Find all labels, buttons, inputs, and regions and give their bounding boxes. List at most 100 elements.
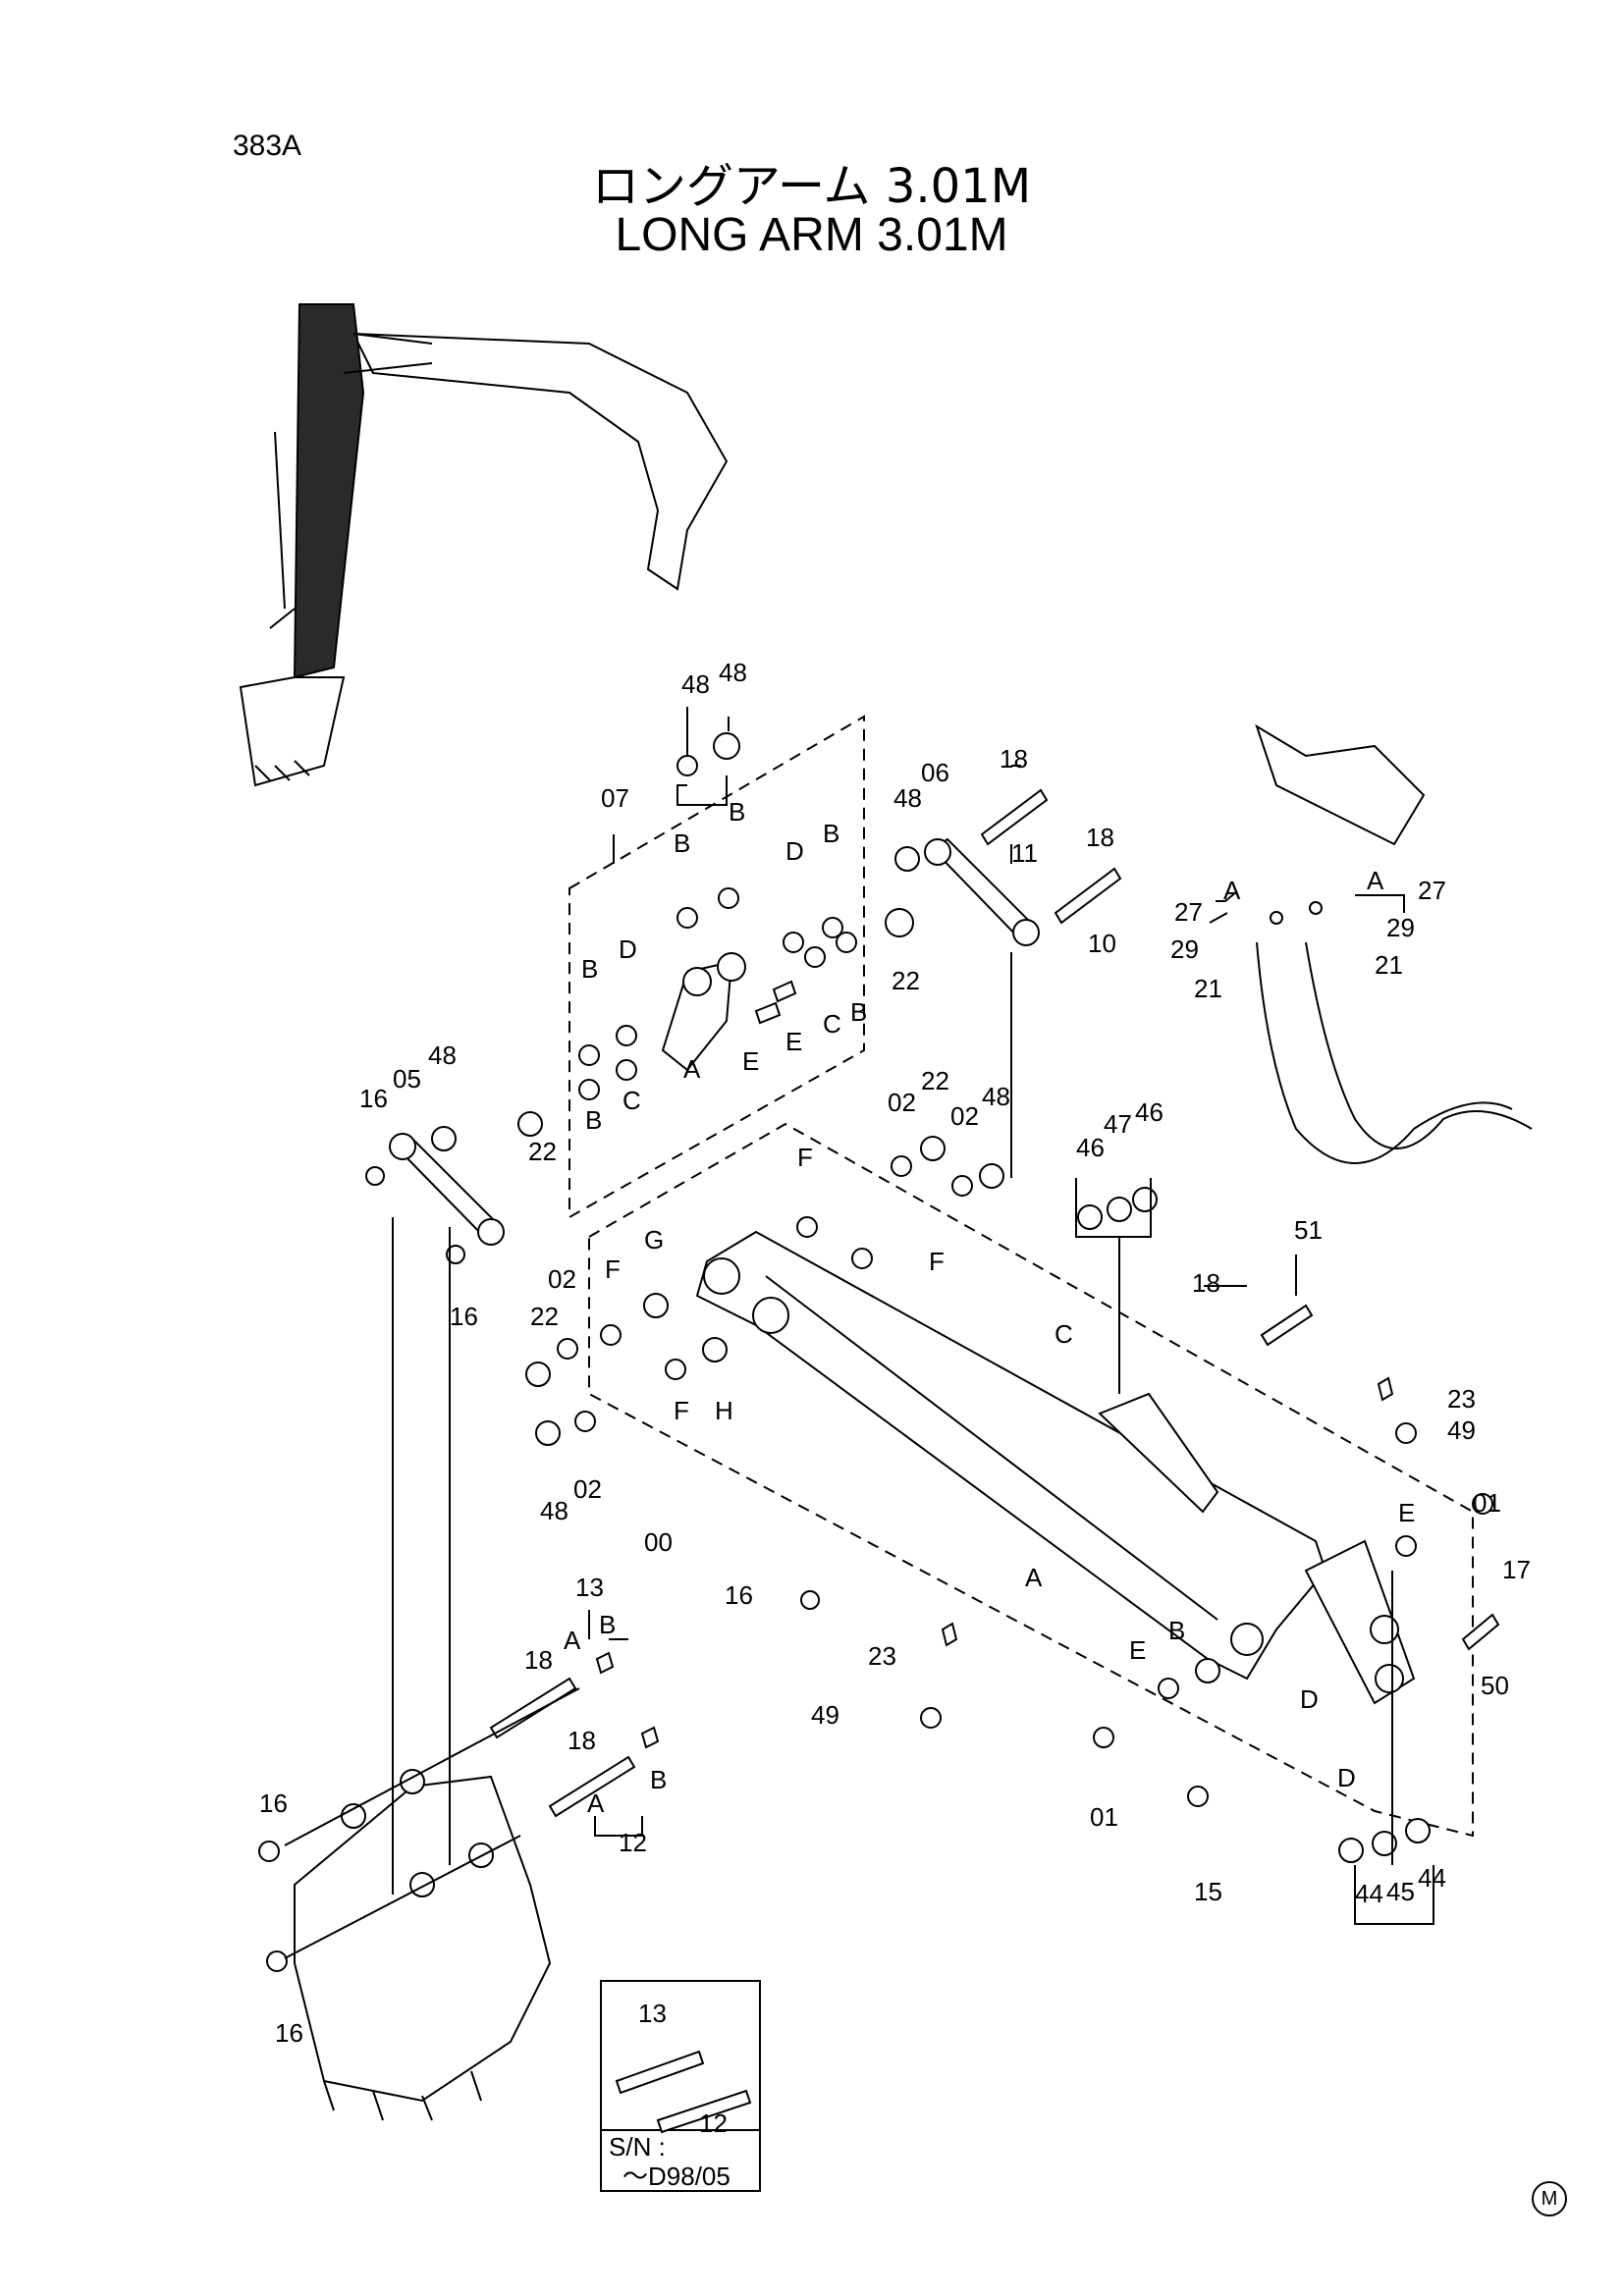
part-callout-49: 49	[811, 1700, 839, 1730]
part-callout-B: B	[850, 997, 867, 1027]
part-callout-18: 18	[1086, 823, 1114, 852]
part-callout-48: 48	[719, 658, 747, 687]
part-callout-27: 27	[1418, 876, 1446, 905]
part-callout-29: 29	[1170, 934, 1199, 964]
part-callout-27: 27	[1174, 897, 1203, 927]
part-callout-D: D	[1300, 1684, 1319, 1714]
corner-mark: M	[1532, 2181, 1567, 2216]
part-callout-A: A	[1223, 876, 1241, 905]
part-callout-47: 47	[1104, 1109, 1132, 1139]
part-callout-F: F	[674, 1396, 689, 1425]
grease-fittings	[595, 980, 1394, 1749]
part-callout-22: 22	[921, 1066, 949, 1095]
part-callout-06: 06	[921, 758, 949, 787]
part-callout-C: C	[823, 1009, 841, 1039]
bushes-and-washers	[258, 732, 1493, 1972]
part-callout-46: 46	[1076, 1133, 1105, 1162]
serial-inset: 13 12 S/N : ～D98/05	[600, 1980, 761, 2192]
leader-lines	[392, 707, 1434, 1925]
part-callout-H: H	[715, 1396, 733, 1425]
link-parts	[389, 837, 1040, 1246]
part-callout-A: A	[1367, 866, 1384, 895]
part-callout-13: 13	[575, 1573, 604, 1602]
part-callout-48: 48	[428, 1041, 457, 1070]
part-callout-16: 16	[450, 1302, 478, 1331]
part-callout-A: A	[683, 1054, 701, 1084]
bucket-link-assembly	[661, 952, 746, 1072]
part-callout-A: A	[1025, 1563, 1043, 1592]
part-callout-01: 01	[1090, 1802, 1118, 1832]
part-callout-02: 02	[548, 1264, 576, 1294]
part-callout-50: 50	[1481, 1671, 1509, 1700]
arm-body	[695, 1230, 1416, 1705]
part-callout-45: 45	[1386, 1877, 1415, 1906]
part-callout-B: B	[823, 819, 839, 848]
serial-label: S/N :	[609, 2132, 666, 2162]
page-code: 383A	[233, 130, 302, 162]
pins	[489, 788, 1500, 1818]
bucket	[284, 1687, 580, 2121]
part-callout-44: 44	[1418, 1863, 1446, 1893]
part-callout-48: 48	[982, 1082, 1010, 1111]
part-callout-A: A	[587, 1789, 605, 1818]
part-callout-18: 18	[568, 1726, 596, 1755]
part-callout-B: B	[585, 1105, 602, 1135]
part-callout-D: D	[619, 934, 637, 964]
part-callout-A: A	[564, 1626, 581, 1655]
part-callout-18: 18	[1000, 744, 1028, 774]
part-callout-17: 17	[1502, 1555, 1531, 1584]
part-callout-F: F	[929, 1247, 945, 1276]
part-callout-18: 18	[524, 1645, 553, 1675]
part-callout-22: 22	[530, 1302, 559, 1331]
part-callout-B: B	[599, 1610, 616, 1639]
part-callout-B: B	[581, 954, 598, 984]
serial-value: ～D98/05	[622, 2162, 730, 2191]
part-callout-E: E	[1398, 1498, 1415, 1527]
part-callout-F: F	[797, 1143, 813, 1172]
part-callout-16: 16	[275, 2018, 303, 2048]
part-callout-21: 21	[1375, 950, 1403, 980]
inset-part-13: 13	[638, 1999, 667, 2028]
part-callout-G: G	[644, 1225, 664, 1255]
part-callout-23: 23	[868, 1641, 896, 1671]
part-callout-00: 00	[644, 1527, 673, 1557]
part-callout-11: 11	[1011, 838, 1038, 868]
inset-part-12: 12	[699, 2109, 728, 2138]
part-callout-48: 48	[540, 1496, 568, 1525]
part-callout-18: 18	[1192, 1268, 1220, 1298]
part-callout-B: B	[1168, 1616, 1185, 1645]
part-callout-B: B	[674, 828, 690, 858]
part-callout-D: D	[1337, 1763, 1356, 1792]
part-callout-02: 02	[888, 1088, 916, 1117]
part-callout-C: C	[622, 1086, 641, 1115]
part-callout-21: 21	[1194, 974, 1222, 1003]
part-callout-16: 16	[725, 1580, 753, 1610]
part-callout-48: 48	[893, 783, 922, 813]
part-callout-51: 51	[1294, 1215, 1323, 1245]
part-callout-15: 15	[1194, 1877, 1222, 1906]
title-english: LONG ARM 3.01M	[615, 209, 1008, 261]
part-callout-C: C	[1055, 1319, 1073, 1349]
part-callout-01: 01	[1473, 1488, 1501, 1518]
part-callout-10: 10	[1088, 929, 1116, 958]
part-callout-07: 07	[601, 783, 629, 813]
excavator-overview	[239, 303, 729, 787]
part-callout-05: 05	[393, 1064, 421, 1094]
part-callout-12: 12	[619, 1828, 647, 1857]
part-callout-22: 22	[528, 1137, 557, 1166]
part-callout-48: 48	[681, 669, 710, 699]
title-japanese: ロングアーム 3.01M	[591, 159, 1032, 214]
part-callout-29: 29	[1386, 913, 1415, 942]
part-callout-16: 16	[259, 1789, 288, 1818]
part-callout-23: 23	[1447, 1384, 1476, 1414]
part-callout-02: 02	[950, 1101, 979, 1131]
dashed-assembly-outlines	[568, 715, 1474, 1838]
part-callout-49: 49	[1447, 1415, 1476, 1445]
part-callout-44: 44	[1355, 1879, 1383, 1908]
part-callout-E: E	[742, 1046, 759, 1076]
part-callout-B: B	[729, 797, 745, 827]
part-callout-16: 16	[359, 1084, 388, 1113]
part-callout-46: 46	[1135, 1097, 1163, 1127]
